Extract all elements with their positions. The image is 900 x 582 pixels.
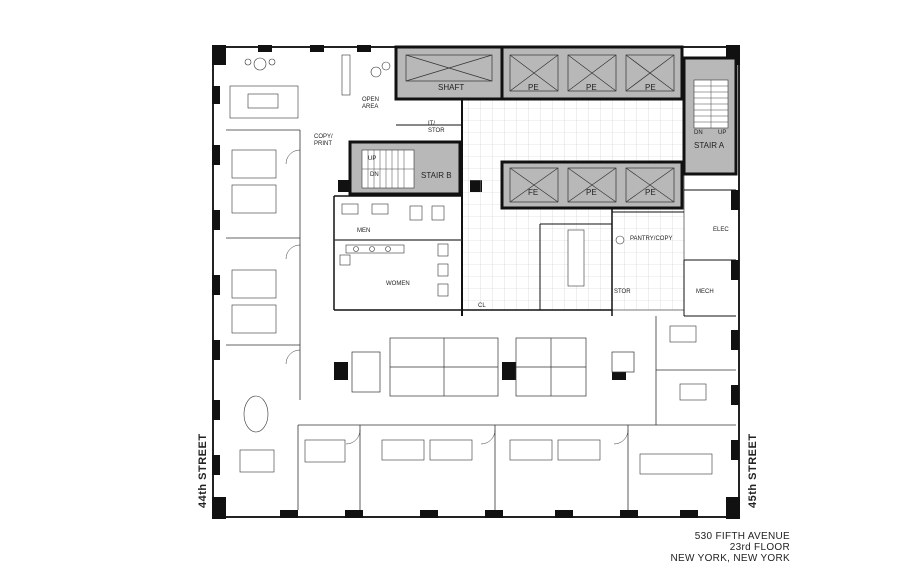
label-pe-2: PE bbox=[586, 83, 597, 92]
street-label-west: 44th STREET bbox=[197, 433, 209, 508]
conference-table-north bbox=[567, 229, 625, 287]
stair-a bbox=[682, 56, 738, 176]
stair-b bbox=[348, 140, 462, 196]
label-stair-a-dn: DN bbox=[694, 130, 703, 136]
south-offices bbox=[297, 424, 736, 510]
label-fe: FE bbox=[528, 188, 538, 197]
label-pantry-copy: PANTRY/COPY bbox=[630, 236, 672, 242]
label-pe-1: PE bbox=[528, 83, 539, 92]
label-stor: STOR bbox=[614, 289, 631, 295]
label-copy-print: COPY/ bbox=[314, 134, 333, 140]
street-label-east: 45th STREET bbox=[747, 433, 759, 508]
label-pe-5: PE bbox=[645, 188, 656, 197]
label-stair-b: STAIR B bbox=[421, 171, 452, 180]
label-it-stor: IT/ bbox=[428, 121, 435, 127]
label-pe-3: PE bbox=[645, 83, 656, 92]
label-stair-a: STAIR A bbox=[694, 141, 725, 150]
label-cl: CL bbox=[478, 303, 486, 309]
address-line-3: NEW YORK, NEW YORK bbox=[670, 553, 790, 564]
label-shaft: SHAFT bbox=[438, 83, 464, 92]
address-block: 530 FIFTH AVENUE 23rd FLOOR NEW YORK, NE… bbox=[671, 531, 791, 564]
label-stair-a-up: UP bbox=[718, 130, 726, 136]
label-men: MEN bbox=[357, 228, 370, 234]
west-offices bbox=[226, 129, 301, 473]
address-line-1: 530 FIFTH AVENUE bbox=[694, 531, 790, 542]
open-area-furniture bbox=[229, 54, 391, 119]
shaft bbox=[394, 45, 504, 101]
label-elec: ELEC bbox=[713, 227, 729, 233]
address-line-2: 23rd FLOOR bbox=[729, 542, 790, 553]
east-offices bbox=[655, 316, 736, 425]
label-it-stor-2: STOR bbox=[428, 128, 445, 134]
label-copy-print-2: PRINT bbox=[314, 141, 332, 147]
label-women: WOMEN bbox=[386, 281, 410, 287]
room-labels: OPEN AREA COPY/ PRINT IT/ STOR SHAFT PE … bbox=[314, 83, 729, 309]
label-open-area-2: AREA bbox=[362, 104, 378, 110]
elevator-bank-south bbox=[500, 160, 684, 210]
label-pe-4: PE bbox=[586, 188, 597, 197]
elevator-bank-north bbox=[500, 45, 684, 101]
label-mech: MECH bbox=[696, 289, 714, 295]
workstation-clusters bbox=[351, 337, 635, 397]
label-stair-b-up: UP bbox=[368, 156, 376, 162]
core-walls bbox=[333, 47, 736, 317]
label-open-area: OPEN bbox=[362, 97, 379, 103]
label-stair-b-dn: DN bbox=[370, 172, 379, 178]
restrooms bbox=[334, 203, 462, 297]
exterior-columns bbox=[212, 45, 740, 519]
